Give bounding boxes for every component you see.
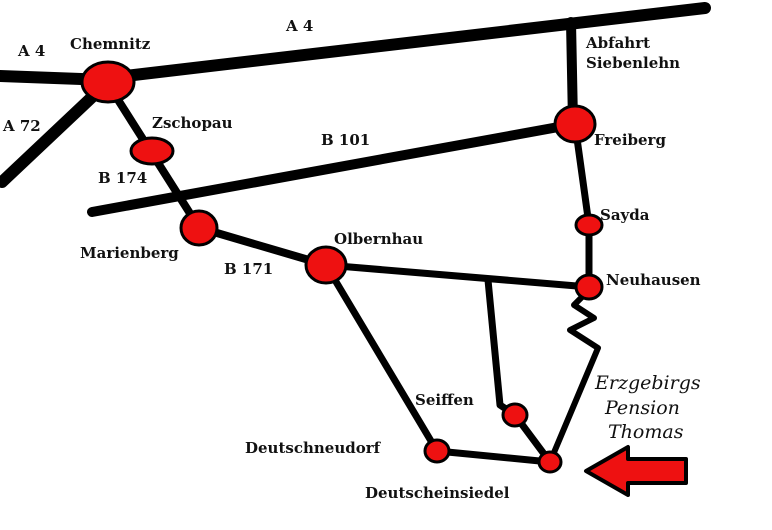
town-marker-chemnitz [80, 60, 136, 104]
label-exit-line1: Abfahrt [585, 34, 650, 52]
town-marker-marienberg [179, 209, 219, 247]
town-marker-neuhausen [574, 273, 604, 301]
seiffen-road [484, 276, 554, 466]
destination-line2: Pension [604, 397, 680, 419]
olbernhau-neuhausen-road [322, 261, 593, 291]
a4-highway-north [102, 2, 711, 84]
a72-highway [0, 76, 114, 188]
label-a4-north: A 4 [285, 17, 313, 35]
label-exit-line2: Siebenlehn [586, 54, 680, 72]
label-neuhausen: Neuhausen [606, 271, 701, 289]
town-marker-freiberg [553, 104, 597, 144]
deutschneudorf-deutscheinsiedel-road [433, 447, 554, 466]
label-freiberg: Freiberg [594, 131, 666, 149]
town-marker-deutschneudorf [423, 438, 451, 464]
b171-road [196, 224, 330, 269]
destination-arrow-icon [584, 445, 688, 497]
label-b101: B 101 [321, 131, 370, 149]
label-sayda: Sayda [600, 206, 650, 224]
label-deutschneudorf: Deutschneudorf [245, 439, 382, 457]
neuhausen-deutscheinsiedel-road [547, 287, 601, 465]
town-marker-seiffen [501, 402, 529, 428]
label-b171: B 171 [224, 260, 273, 278]
b101-road [87, 119, 580, 217]
town-marker-sayda [574, 213, 604, 237]
label-marienberg: Marienberg [80, 244, 179, 262]
olbernhau-deutschneudorf-road [322, 261, 441, 455]
freiberg-neuhausen-road [571, 120, 593, 291]
town-marker-olbernhau [304, 245, 348, 285]
label-deutscheinsiedel: Deutscheinsiedel [365, 484, 510, 502]
label-zschopau: Zschopau [152, 114, 233, 132]
label-b174: B 174 [98, 169, 147, 187]
town-marker-zschopau [129, 136, 175, 166]
label-chemnitz: Chemnitz [70, 35, 151, 53]
destination-line3: Thomas [608, 421, 684, 443]
town-marker-deutscheinsiedel [537, 450, 563, 474]
label-seiffen: Seiffen [415, 391, 474, 409]
label-olbernhau: Olbernhau [334, 230, 423, 248]
label-a4-west: A 4 [17, 42, 45, 60]
destination-line1: Erzgebirgs [594, 372, 701, 394]
label-a72: A 72 [2, 117, 41, 135]
